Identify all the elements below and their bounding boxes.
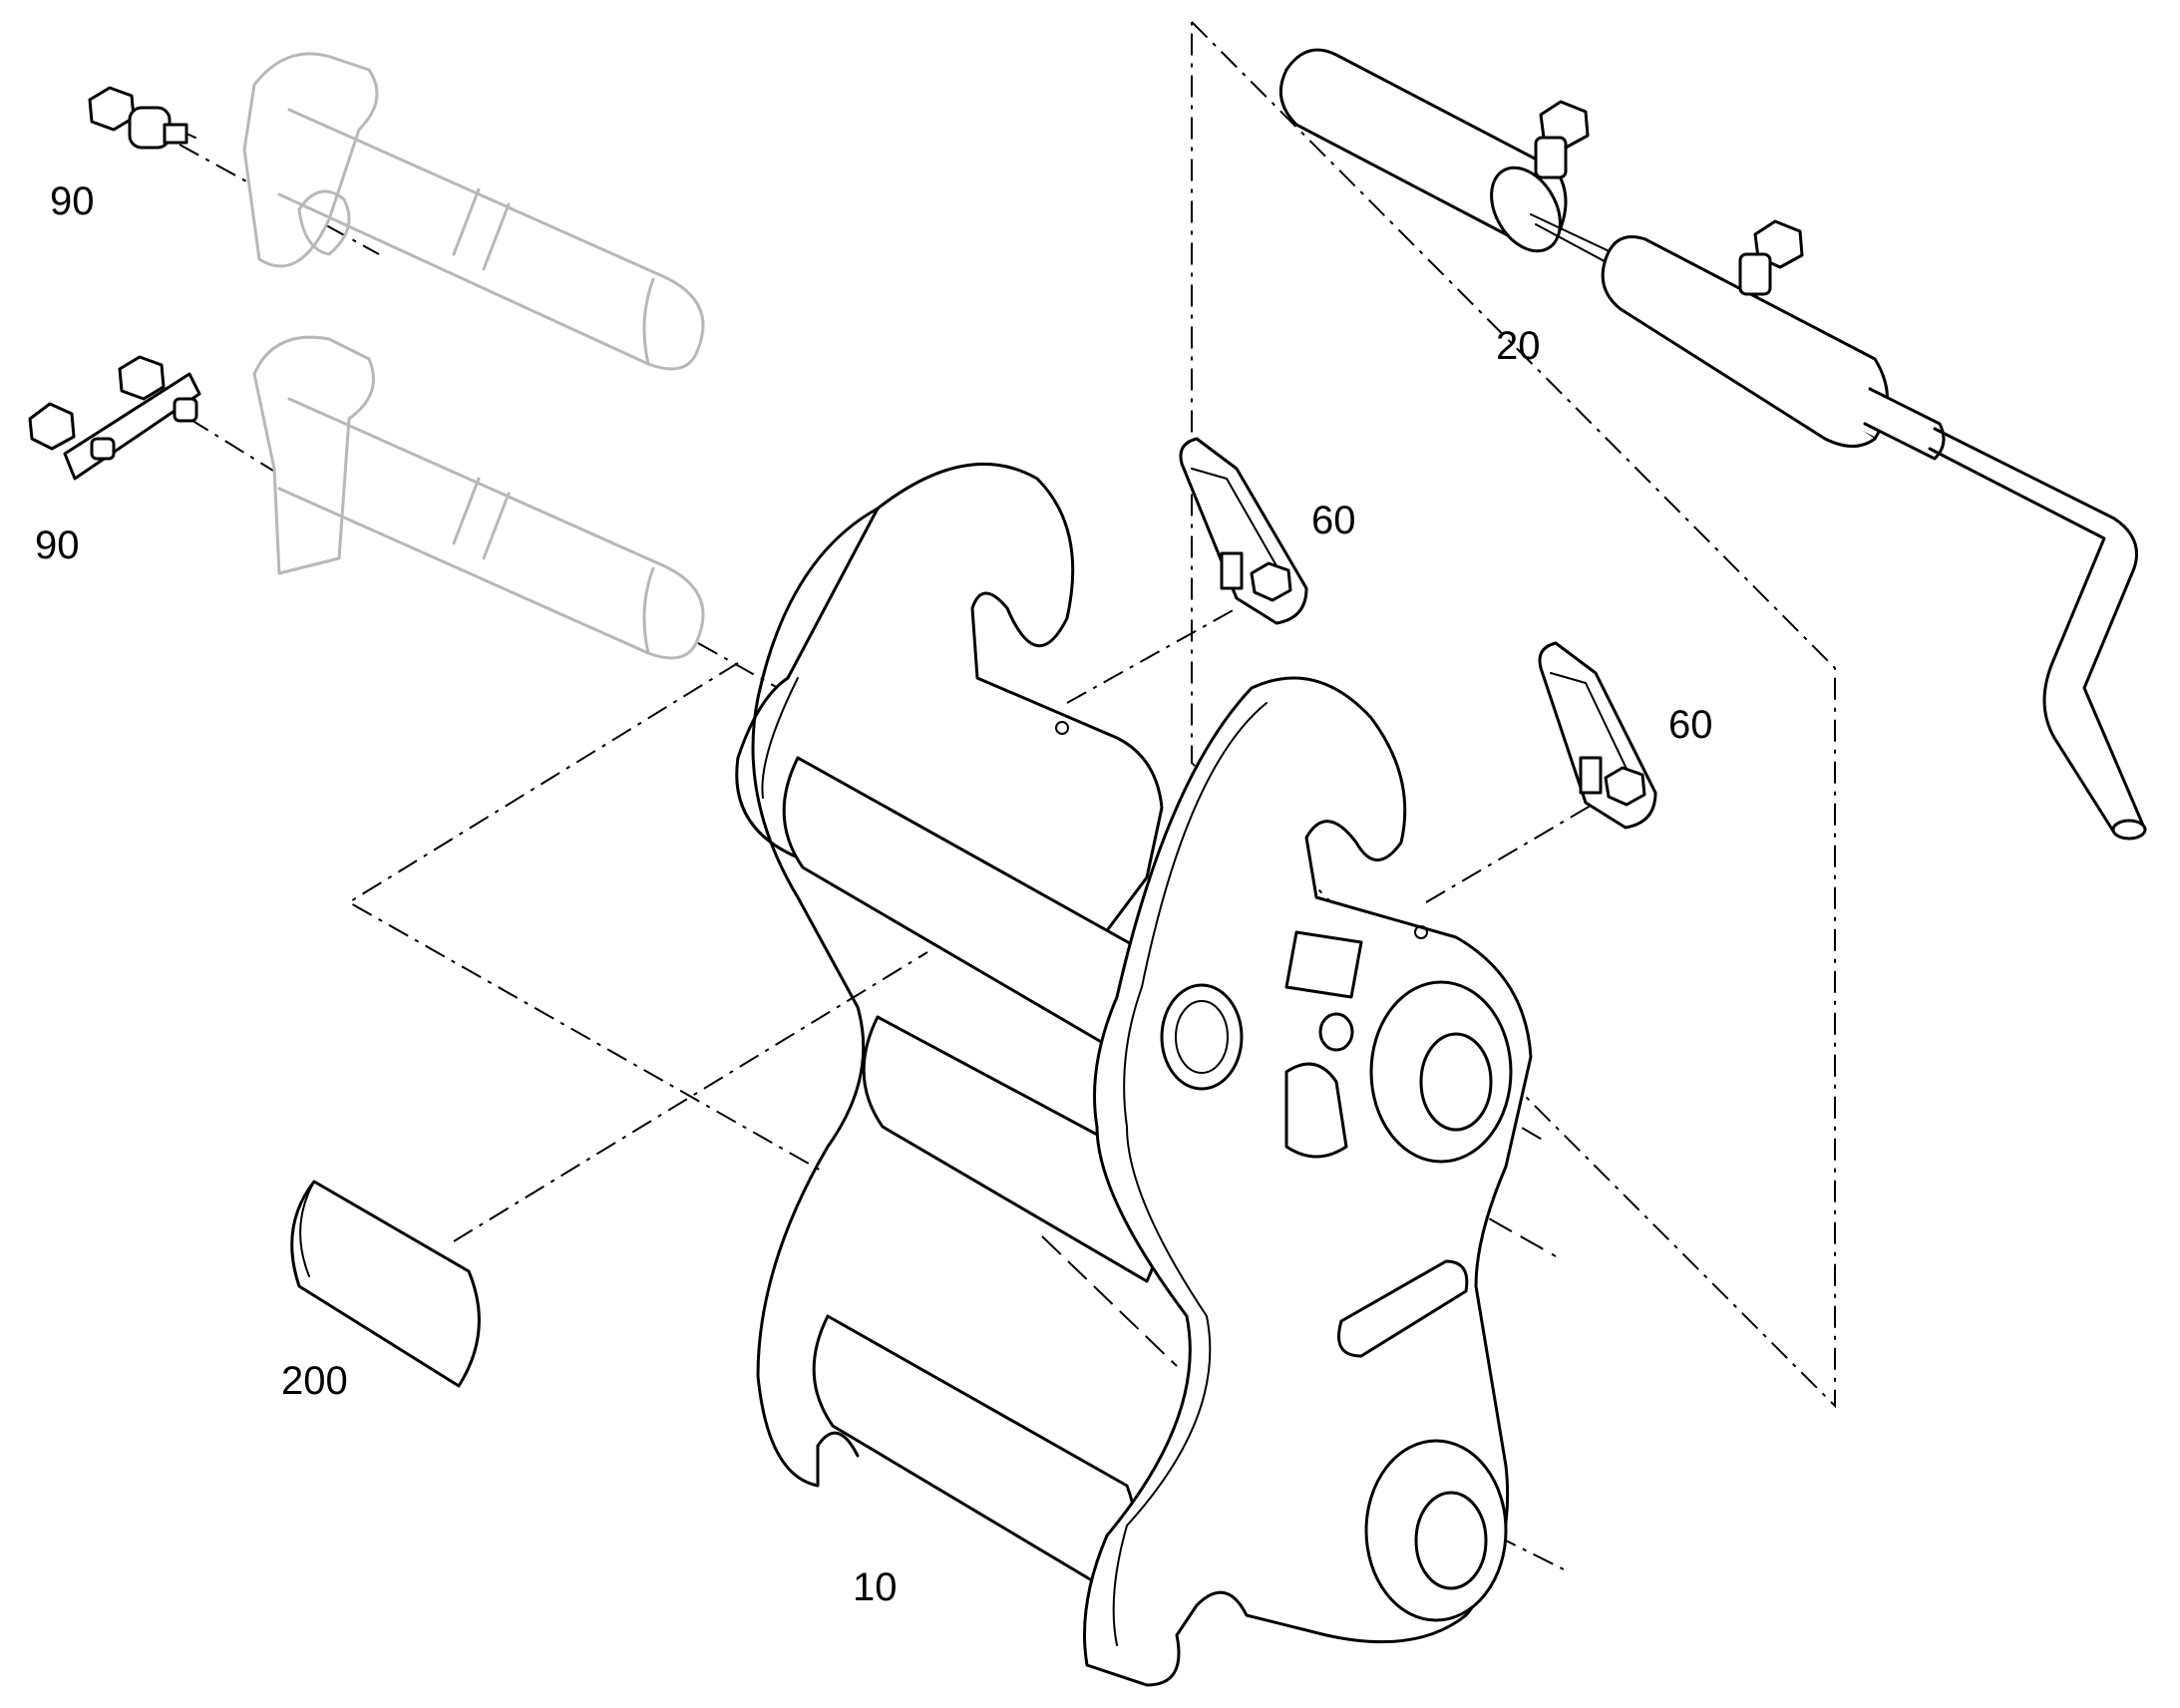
label-200: 200 bbox=[281, 1359, 348, 1403]
upper-pin-ghost bbox=[242, 52, 705, 371]
clip-60-lower bbox=[1538, 641, 1657, 830]
coupler-frame-10 bbox=[735, 462, 1533, 1687]
bolt-plate-90-lower bbox=[28, 355, 201, 481]
label-10: 10 bbox=[853, 1565, 898, 1609]
label-60-upper: 60 bbox=[1311, 499, 1356, 542]
clip-60-upper bbox=[1179, 437, 1308, 625]
label-60-lower: 60 bbox=[1668, 703, 1713, 747]
label-90-lower: 90 bbox=[35, 523, 80, 567]
label-90-upper: 90 bbox=[50, 179, 95, 223]
lower-pin-ghost bbox=[252, 335, 705, 660]
spindle-assembly-20 bbox=[1278, 48, 2147, 841]
label-20: 20 bbox=[1496, 324, 1541, 368]
part-labels: 90 90 20 60 60 200 10 bbox=[35, 179, 1713, 1609]
bolt-90-upper bbox=[88, 86, 196, 150]
sleeve-200 bbox=[290, 1180, 481, 1388]
